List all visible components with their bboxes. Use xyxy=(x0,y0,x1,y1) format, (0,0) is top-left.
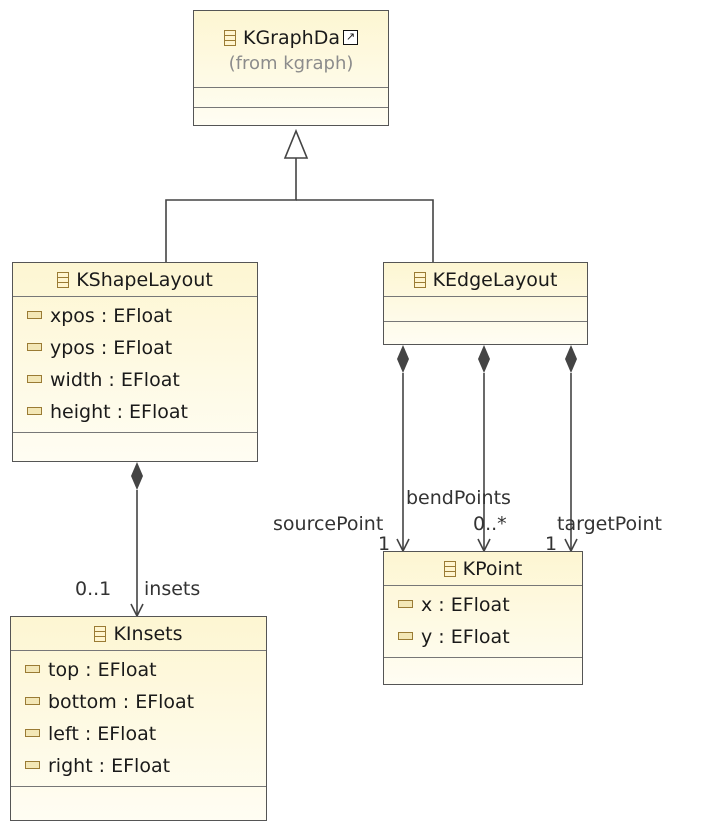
attribute-row[interactable]: right : EFloat xyxy=(11,750,266,782)
attribute-compartment: top : EFloat bottom : EFloat left : EFlo… xyxy=(11,651,266,787)
generalization-line-kshapelayout xyxy=(165,158,297,262)
class-icon xyxy=(413,271,426,288)
attribute-label: top : EFloat xyxy=(48,659,157,681)
class-header: KGraphDa ↗ (from kgraph) xyxy=(194,11,388,88)
attribute-icon xyxy=(398,599,413,608)
attribute-icon xyxy=(27,310,42,319)
class-header: KShapeLayout xyxy=(13,263,257,297)
insets-multiplicity-label: 0..1 xyxy=(75,578,112,600)
class-name: KPoint xyxy=(462,557,523,580)
attribute-icon xyxy=(398,631,413,640)
insets-composition-diamond xyxy=(131,462,143,490)
class-header: KPoint xyxy=(384,552,582,586)
class-name: KInsets xyxy=(113,622,183,645)
attribute-label: x : EFloat xyxy=(421,594,510,616)
generalization-line-kedgelayout xyxy=(296,199,434,262)
targetpoint-role-label: targetPoint xyxy=(557,513,662,535)
attribute-row[interactable]: bottom : EFloat xyxy=(11,686,266,718)
attribute-row[interactable]: x : EFloat xyxy=(384,589,582,621)
attribute-row[interactable]: height : EFloat xyxy=(13,396,257,428)
class-name: KShapeLayout xyxy=(76,268,213,291)
class-icon xyxy=(94,625,107,642)
attribute-icon xyxy=(25,760,40,769)
attribute-label: bottom : EFloat xyxy=(48,691,195,713)
class-package-label: (from kgraph) xyxy=(228,52,354,74)
bendpoints-composition-diamond xyxy=(478,345,490,373)
attribute-icon xyxy=(25,664,40,673)
class-icon xyxy=(223,29,236,46)
class-kpoint[interactable]: KPoint x : EFloat y : EFloat xyxy=(383,551,583,685)
attribute-label: y : EFloat xyxy=(421,626,510,648)
attribute-compartment: xpos : EFloat ypos : EFloat width : EFlo… xyxy=(13,297,257,433)
attribute-row[interactable]: y : EFloat xyxy=(384,621,582,653)
class-kshapelayout[interactable]: KShapeLayout xpos : EFloat ypos : EFloat… xyxy=(12,262,258,462)
sourcepoint-composition-diamond xyxy=(397,345,409,373)
attribute-row[interactable]: width : EFloat xyxy=(13,364,257,396)
sourcepoint-role-label: sourcePoint xyxy=(273,513,384,535)
attribute-row[interactable]: left : EFloat xyxy=(11,718,266,750)
attribute-compartment xyxy=(194,88,388,108)
attribute-row[interactable]: ypos : EFloat xyxy=(13,332,257,364)
attribute-row[interactable]: top : EFloat xyxy=(11,654,266,686)
bendpoints-multiplicity-label: 0..* xyxy=(473,513,507,535)
targetpoint-composition-diamond xyxy=(565,345,577,373)
targetpoint-multiplicity-label: 1 xyxy=(545,533,558,555)
class-name: KEdgeLayout xyxy=(432,268,558,291)
attribute-icon xyxy=(25,696,40,705)
attribute-row[interactable]: xpos : EFloat xyxy=(13,300,257,332)
insets-role-label: insets xyxy=(144,578,201,600)
class-header: KEdgeLayout xyxy=(384,263,587,297)
class-icon xyxy=(443,560,456,577)
class-icon xyxy=(57,271,70,288)
attribute-label: right : EFloat xyxy=(48,755,171,777)
shortcut-arrow-icon: ↗ xyxy=(343,30,358,45)
attribute-icon xyxy=(27,374,42,383)
attribute-compartment xyxy=(384,297,587,322)
attribute-icon xyxy=(25,728,40,737)
attribute-label: ypos : EFloat xyxy=(50,337,173,359)
attribute-compartment: x : EFloat y : EFloat xyxy=(384,586,582,658)
attribute-icon xyxy=(27,406,42,415)
class-kedgelayout[interactable]: KEdgeLayout xyxy=(383,262,588,345)
attribute-label: height : EFloat xyxy=(50,401,188,423)
attribute-label: left : EFloat xyxy=(48,723,157,745)
attribute-label: width : EFloat xyxy=(50,369,180,391)
class-kgraphdata[interactable]: KGraphDa ↗ (from kgraph) xyxy=(193,10,389,126)
class-name: KGraphDa xyxy=(242,26,340,49)
bendpoints-role-label: bendPoints xyxy=(406,487,511,509)
class-kinsets[interactable]: KInsets top : EFloat bottom : EFloat lef… xyxy=(10,616,267,821)
attribute-icon xyxy=(27,342,42,351)
generalization-arrowhead xyxy=(283,128,309,159)
class-header: KInsets xyxy=(11,617,266,651)
sourcepoint-multiplicity-label: 1 xyxy=(378,533,391,555)
attribute-label: xpos : EFloat xyxy=(50,305,173,327)
